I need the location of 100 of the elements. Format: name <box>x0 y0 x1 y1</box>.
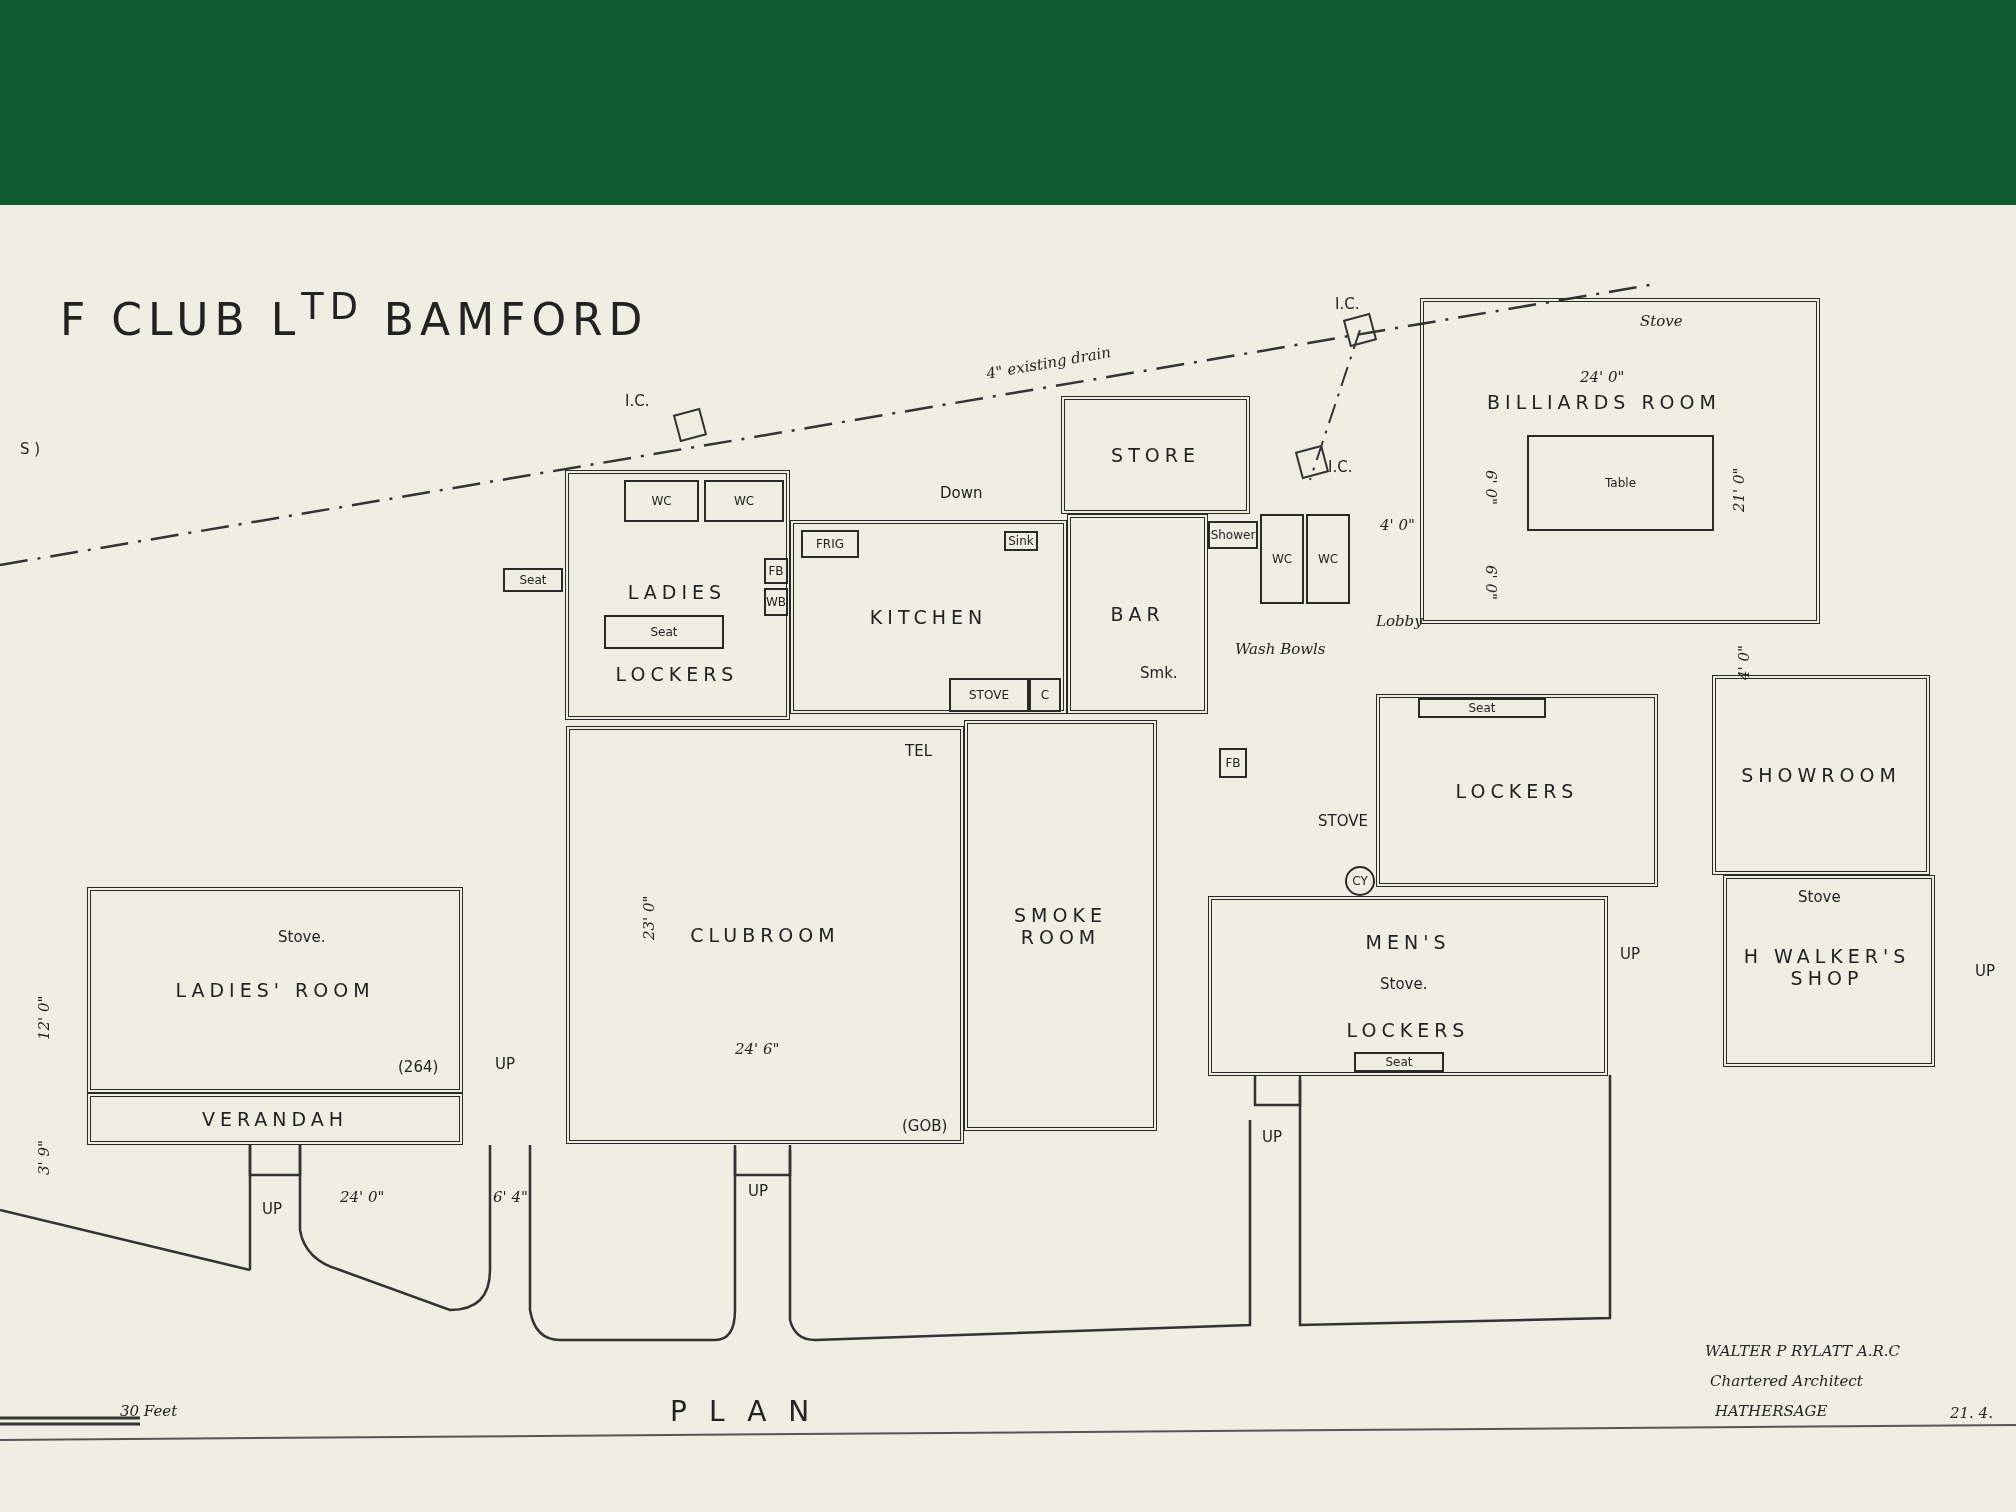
fixture-label: STOVE <box>1318 812 1368 830</box>
dimension-text: 6' 0" <box>1482 565 1500 600</box>
dimension-text: 24' 6" <box>735 1040 780 1058</box>
fixture-label: WC <box>651 494 672 508</box>
room-name: LOCKERS <box>1346 1019 1470 1041</box>
room-outline <box>1061 396 1250 514</box>
room-outline <box>964 720 1157 1131</box>
fixture-label: Seat <box>1385 1055 1413 1069</box>
fixture-label: WC <box>733 494 755 508</box>
fixture-label: Shower <box>1210 528 1256 542</box>
fixture-label: CY <box>1352 874 1368 888</box>
stair-label: UP <box>262 1200 283 1218</box>
billiard-table <box>1527 435 1714 531</box>
seat-box <box>604 615 724 649</box>
room-name: MEN'S <box>1365 931 1451 953</box>
dimension-text: 24' 0" <box>340 1188 385 1206</box>
fixture-label: C <box>1040 688 1050 702</box>
room-name: BILLIARDS ROOM <box>1487 391 1721 413</box>
fixture-label: Seat <box>1468 701 1496 715</box>
circle-symbol <box>1345 866 1375 896</box>
fixture-label: Sink <box>1008 534 1034 548</box>
room-name: SMOKE ROOM <box>1013 903 1108 948</box>
stair-label: UP <box>748 1182 769 1200</box>
seat-box <box>1354 1052 1444 1072</box>
room-name: H WALKER'S SHOP <box>1742 945 1912 989</box>
area-note: (264) <box>398 1058 439 1076</box>
room-outline <box>565 470 790 720</box>
fixture-label: Down <box>940 484 983 502</box>
fixture-box <box>1029 678 1061 712</box>
fixture-label: WC <box>1317 552 1339 566</box>
dimension-text: 21' 0" <box>1730 467 1748 512</box>
room-name: VERANDAH <box>201 1108 349 1130</box>
dimension-text: 4' 0" <box>1380 516 1415 534</box>
manhole-label: I.C. <box>1328 458 1353 476</box>
fixture-box <box>764 558 788 584</box>
room-name: BAR <box>1110 603 1165 625</box>
stair-label: UP <box>1262 1128 1283 1146</box>
stair-label: UP <box>1975 962 1996 980</box>
drain-label: 4" existing drain <box>985 343 1113 383</box>
room-outline <box>566 726 964 1144</box>
stair-label: UP <box>495 1055 516 1073</box>
scale-label: 30 Feet <box>120 1402 178 1420</box>
fixture-box <box>1219 748 1247 778</box>
room-name: LADIES' ROOM <box>175 979 375 1001</box>
fixture-label: WB <box>765 595 787 609</box>
seat-box <box>1418 698 1546 718</box>
dimension-text: 6' 4" <box>493 1188 528 1206</box>
dimension-text: 3' 9" <box>35 1140 53 1175</box>
architect-name: WALTER P RYLATT A.R.C <box>1705 1342 1901 1360</box>
fixture-label: STOVE <box>969 688 1009 702</box>
manhole-label: I.C. <box>1335 295 1360 313</box>
fixture-label: Wash Bowls <box>1235 640 1326 658</box>
partial-text: S ) <box>20 440 41 458</box>
area-note: (GOB) <box>902 1117 948 1135</box>
toilet-cubicle <box>1306 514 1350 604</box>
plan-title: F CLUB L$^{TD}$ BAMFORD <box>60 285 649 345</box>
seat-box <box>503 568 563 592</box>
room-name: LADIES <box>627 581 727 603</box>
dimension-text: 12' 0" <box>35 995 53 1040</box>
fridge-box <box>801 530 859 558</box>
fixture-label: WC <box>1271 552 1293 566</box>
fixture-label: Stove <box>1640 312 1683 330</box>
fixture-label: Stove. <box>1380 975 1428 993</box>
fixture-label: Stove. <box>278 928 326 946</box>
room-outline <box>87 1093 463 1145</box>
toilet-cubicle <box>624 480 699 522</box>
fixture-label: Smk. <box>1140 664 1178 682</box>
room-outline <box>790 520 1067 714</box>
room-name: Lobby <box>1376 612 1423 630</box>
room-name: TEL <box>905 742 932 760</box>
room-outline <box>87 887 463 1093</box>
fixture-label: FB <box>1225 756 1241 770</box>
room-name: LOCKERS <box>1455 779 1579 802</box>
toilet-cubicle <box>1260 514 1304 604</box>
room-outline <box>1067 514 1208 714</box>
fixture-label: Seat <box>650 625 678 639</box>
room-name: SHOWROOM <box>1741 764 1901 786</box>
dimension-text: 23' 0" <box>640 895 658 940</box>
shower-box <box>1208 521 1258 549</box>
room-outline <box>1723 875 1935 1067</box>
architect-title: Chartered Architect <box>1710 1372 1863 1390</box>
room-name: STORE <box>1111 444 1200 466</box>
room-name: KITCHEN <box>869 606 988 628</box>
stair-label: UP <box>1620 945 1641 963</box>
dimension-text: 4' 0" <box>1735 645 1753 680</box>
fixture-label: Seat <box>519 573 547 587</box>
toilet-cubicle <box>704 480 784 522</box>
room-name: CLUBROOM <box>690 924 840 946</box>
stove-box <box>949 678 1029 712</box>
date-text: 21. 4. <box>1950 1404 1993 1422</box>
basin-box <box>764 588 788 616</box>
fixture-label: Stove <box>1798 888 1841 906</box>
fixture-label: FB <box>768 564 784 578</box>
fixture-label: Table <box>1605 476 1636 490</box>
dimension-text: 24' 0" <box>1580 368 1625 386</box>
room-name: LOCKERS <box>615 663 739 685</box>
place-name: HATHERSAGE <box>1715 1402 1828 1420</box>
room-outline <box>1376 694 1658 887</box>
manhole-label: I.C. <box>625 392 650 410</box>
plan-caption: PLAN <box>670 1395 832 1428</box>
